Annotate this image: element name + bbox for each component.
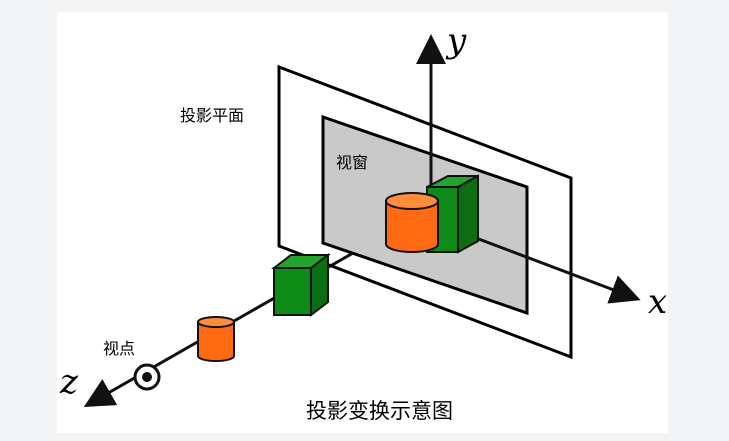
viewpoint-label: 视点: [103, 339, 135, 358]
y-axis-label: y: [445, 21, 467, 61]
z-axis-label: z: [59, 362, 79, 402]
x-axis-label: x: [648, 282, 667, 322]
green-cube-scene: [271, 252, 331, 318]
diagram-caption: 投影变换示意图: [306, 399, 453, 423]
orange-cylinder-window: [385, 192, 439, 253]
viewpoint-marker: [133, 363, 161, 391]
projection-plane: [277, 64, 573, 360]
projection-plane-label: 投影平面: [180, 106, 244, 125]
window-label: 视窗: [336, 153, 368, 172]
orange-cylinder-scene: [197, 316, 235, 362]
